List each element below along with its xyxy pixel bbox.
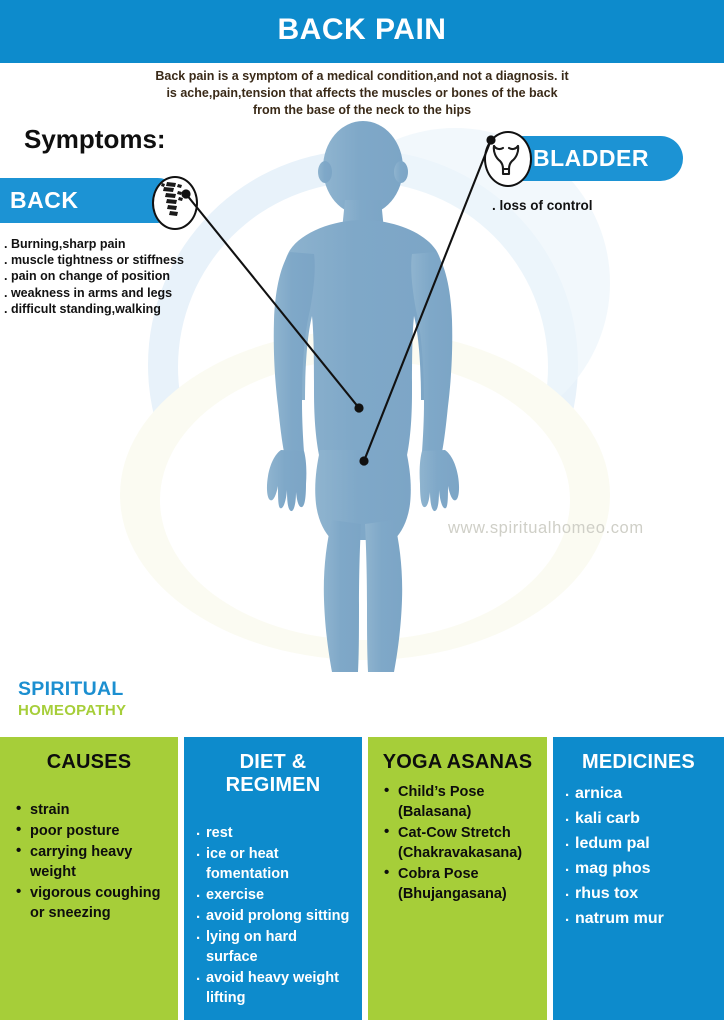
panel-yoga-asanas: YOGA ASANAS Child’s Pose (Balasana) Cat-… — [368, 737, 547, 1020]
list-item: . loss of control — [492, 198, 593, 213]
list-item: ice or heat fomentation — [194, 842, 352, 884]
logo-line-1: SPIRITUAL — [18, 678, 124, 700]
symptoms-heading: Symptoms: — [24, 124, 166, 154]
panel-diet-regimen: DIET & REGIMEN rest ice or heat fomentat… — [184, 737, 362, 1020]
panel-title: YOGA ASANAS — [382, 751, 533, 773]
logo-line-2: HOMEOPATHY — [18, 702, 127, 719]
bladder-symptom-list: . loss of control — [492, 198, 707, 214]
list-item: Cobra Pose (Bhujangasana) — [378, 863, 537, 904]
human-body-silhouette — [228, 120, 498, 680]
list-item: lying on hard surface — [194, 925, 352, 967]
panel-title: CAUSES — [46, 751, 132, 773]
list-item: . difficult standing,walking — [4, 301, 161, 316]
spine-icon — [152, 176, 198, 230]
list-item: avoid prolong sitting — [194, 904, 352, 926]
list-item: . pain on change of position — [4, 269, 170, 284]
list-item: avoid heavy weight lifting — [194, 966, 352, 1008]
intro-line-2: is ache,pain,tension that affects the mu… — [166, 86, 558, 100]
header-band — [0, 0, 724, 63]
list-item: carrying heavy weight — [10, 841, 168, 882]
list-item: Cat-Cow Stretch (Chakravakasana) — [378, 822, 537, 863]
panel-title: MEDICINES — [582, 751, 695, 773]
list-item: . muscle tightness or stiffness — [4, 253, 184, 268]
intro-line-1: Back pain is a symptom of a medical cond… — [155, 69, 569, 83]
medicines-list: arnica kali carb ledum pal mag phos rhus… — [563, 780, 714, 931]
panel-title: DIET & REGIMEN — [225, 751, 321, 796]
diet-regimen-list: rest ice or heat fomentation exercise av… — [194, 821, 352, 1008]
list-item: kali carb — [563, 805, 714, 831]
list-item: ledum pal — [563, 830, 714, 856]
back-symptom-list: . Burning,sharp pain . muscle tightness … — [4, 236, 219, 317]
list-item: . Burning,sharp pain — [4, 237, 126, 251]
causes-list: strain poor posture carrying heavy weigh… — [10, 799, 168, 923]
list-item: rhus tox — [563, 880, 714, 906]
website-watermark: www.spiritualhomeo.com — [448, 519, 644, 537]
list-item: exercise — [194, 883, 352, 905]
back-badge-label: BACK — [10, 187, 79, 213]
intro-text: Back pain is a symptom of a medical cond… — [40, 68, 684, 119]
panel-medicines: MEDICINES arnica kali carb ledum pal mag… — [553, 737, 724, 1020]
list-item: vigorous coughing or sneezing — [10, 882, 168, 923]
list-item: natrum mur — [563, 905, 714, 931]
bottom-panels: CAUSES strain poor posture carrying heav… — [0, 737, 724, 1020]
list-item: strain — [10, 799, 168, 820]
list-item: arnica — [563, 780, 714, 806]
list-item: Child’s Pose (Balasana) — [378, 781, 537, 822]
list-item: mag phos — [563, 855, 714, 881]
intro-line-3: from the base of the neck to the hips — [252, 103, 472, 117]
bladder-icon — [484, 131, 532, 187]
panel-causes: CAUSES strain poor posture carrying heav… — [0, 737, 178, 1020]
list-item: poor posture — [10, 820, 168, 841]
yoga-asanas-list: Child’s Pose (Balasana) Cat-Cow Stretch … — [378, 781, 537, 904]
page-title: BACK PAIN — [277, 13, 447, 46]
list-item: . weakness in arms and legs — [4, 285, 173, 300]
bladder-badge-label: BLADDER — [533, 145, 649, 171]
list-item: rest — [194, 821, 352, 843]
brand-logo: SPIRITUAL HOMEOPATHY — [18, 678, 126, 719]
back-badge[interactable]: BACK — [0, 178, 180, 223]
